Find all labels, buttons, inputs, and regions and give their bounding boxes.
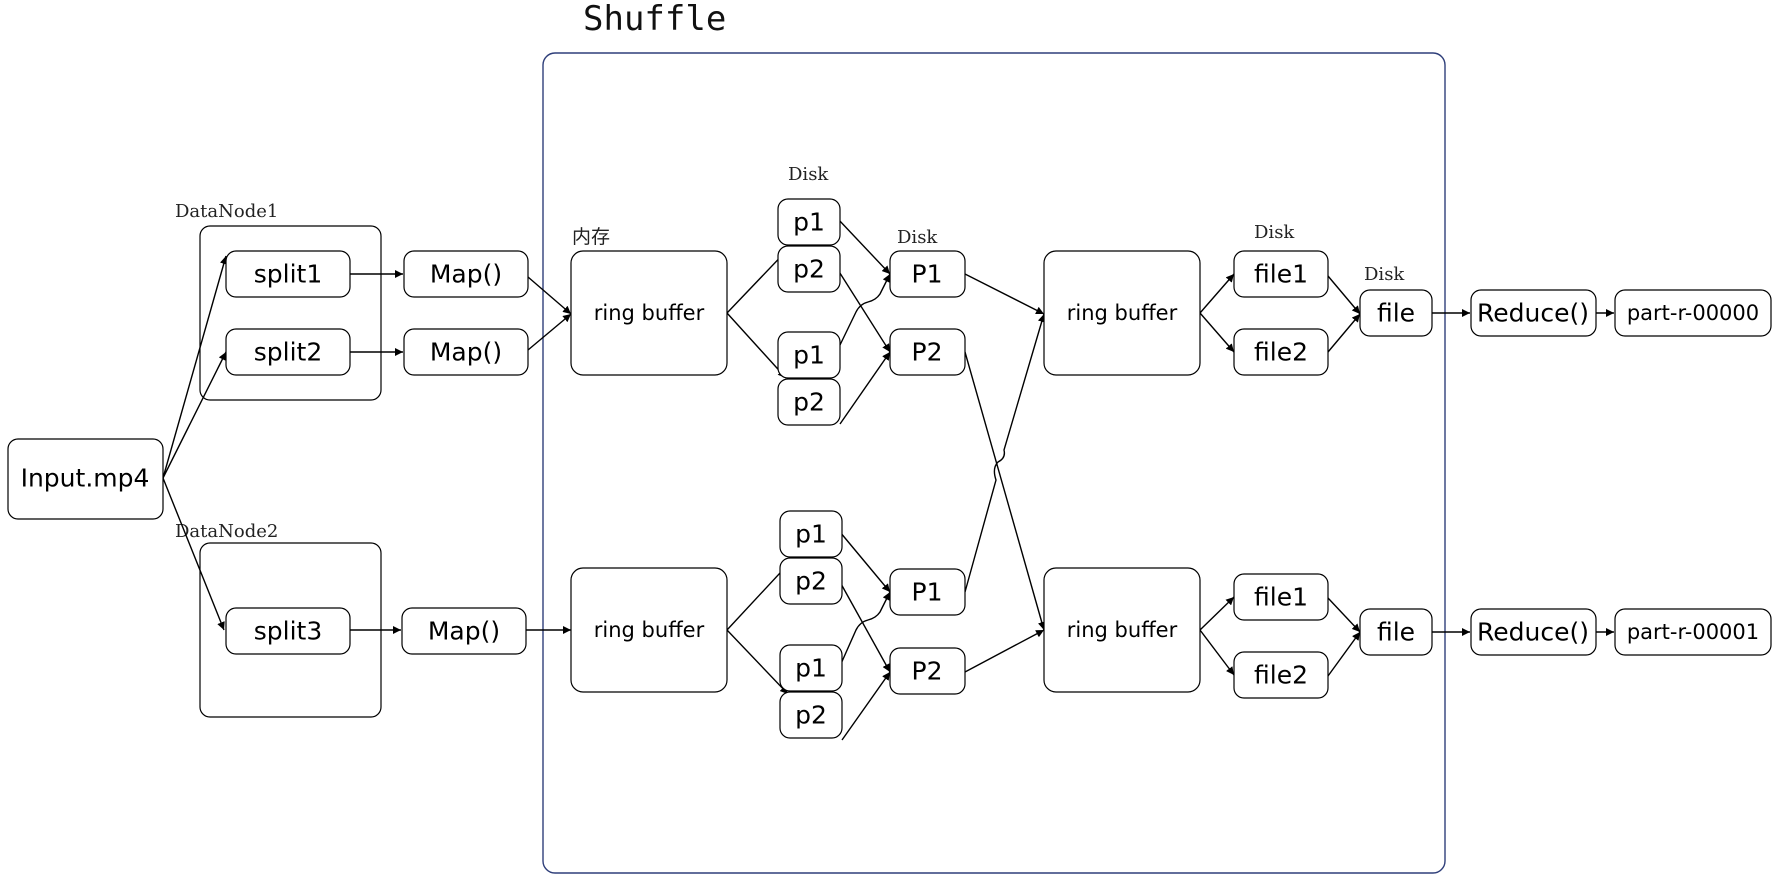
reduce-node-top: Reduce(): [1470, 289, 1597, 337]
shuffle-title: Shuffle: [583, 0, 726, 39]
partition-p1-spill2-bottom: p1: [779, 644, 843, 692]
svg-text:Map(): Map(): [430, 260, 502, 289]
svg-text:Map(): Map(): [428, 617, 500, 646]
svg-text:ring buffer: ring buffer: [594, 301, 705, 325]
merged-partition-P1-top: P1: [889, 250, 966, 298]
merged-partition-P2-bottom: P2: [889, 647, 966, 695]
partition-p1-spill1-bottom: p1: [779, 510, 843, 558]
svg-text:split1: split1: [254, 260, 323, 289]
svg-text:part-r-00000: part-r-00000: [1627, 301, 1759, 325]
merged-file-bottom: file: [1359, 608, 1433, 656]
split2-node: split2: [225, 328, 351, 376]
disk-label-file: Disk: [1364, 264, 1405, 285]
ring-buffer-reduce-bottom: ring buffer: [1043, 567, 1201, 693]
svg-text:part-r-00001: part-r-00001: [1627, 620, 1759, 644]
partition-p2-spill1-bottom: p2: [779, 557, 843, 605]
map-node-2: Map(): [403, 328, 529, 376]
svg-text:p1: p1: [793, 208, 825, 237]
svg-text:p2: p2: [793, 388, 825, 417]
svg-text:p1: p1: [795, 520, 827, 549]
output-part-r-00001: part-r-00001: [1614, 608, 1772, 656]
svg-text:ring buffer: ring buffer: [1067, 618, 1178, 642]
disk-label-merged: Disk: [897, 227, 938, 248]
disk-label-partitions: Disk: [788, 164, 829, 185]
svg-text:file1: file1: [1254, 583, 1308, 612]
svg-text:split3: split3: [254, 617, 323, 646]
svg-text:split2: split2: [254, 338, 323, 367]
datanode1-label: DataNode1: [175, 201, 278, 222]
map-node-1: Map(): [403, 250, 529, 298]
svg-text:p1: p1: [795, 654, 827, 683]
datanode1-container: [199, 225, 382, 401]
svg-text:file2: file2: [1254, 338, 1308, 367]
partition-p2-spill1-top: p2: [777, 245, 841, 293]
svg-text:P1: P1: [912, 260, 943, 289]
svg-text:Map(): Map(): [430, 338, 502, 367]
svg-text:Reduce(): Reduce(): [1477, 299, 1589, 328]
datanode2-label: DataNode2: [175, 521, 278, 542]
input-file-node: Input.mp4: [7, 438, 164, 520]
merged-partition-P2-top: P2: [889, 328, 966, 376]
disk-label-files: Disk: [1254, 222, 1295, 243]
svg-text:p2: p2: [793, 255, 825, 284]
split1-node: split1: [225, 250, 351, 298]
map-node-3: Map(): [401, 607, 527, 655]
partition-p2-spill2-top: p2: [777, 378, 841, 426]
merged-file-top: file: [1359, 289, 1433, 337]
reduce-node-bottom: Reduce(): [1470, 608, 1597, 656]
shuffle-region: [542, 52, 1446, 874]
ring-buffer-reduce-top: ring buffer: [1043, 250, 1201, 376]
svg-text:P2: P2: [912, 338, 943, 367]
svg-text:Reduce(): Reduce(): [1477, 618, 1589, 647]
partition-p1-spill1-top: p1: [777, 198, 841, 246]
file2-bottom: file2: [1233, 651, 1329, 699]
output-part-r-00000: part-r-00000: [1614, 289, 1772, 337]
partition-p1-spill2-top: p1: [777, 331, 841, 379]
svg-text:P2: P2: [912, 657, 943, 686]
svg-text:file1: file1: [1254, 260, 1308, 289]
svg-text:ring buffer: ring buffer: [1067, 301, 1178, 325]
partition-p2-spill2-bottom: p2: [779, 691, 843, 739]
merged-partition-P1-bottom: P1: [889, 568, 966, 616]
svg-text:p2: p2: [795, 701, 827, 730]
ring-buffer-map-top: ring buffer: [570, 250, 728, 376]
svg-text:file: file: [1377, 299, 1415, 328]
split3-node: split3: [225, 607, 351, 655]
ring-buffer-map-bottom: ring buffer: [570, 567, 728, 693]
file2-top: file2: [1233, 328, 1329, 376]
svg-text:ring buffer: ring buffer: [594, 618, 705, 642]
svg-text:file: file: [1377, 618, 1415, 647]
file1-top: file1: [1233, 250, 1329, 298]
svg-text:Input.mp4: Input.mp4: [21, 464, 150, 493]
memory-label: 内存: [572, 226, 610, 248]
svg-text:P1: P1: [912, 578, 943, 607]
svg-text:p2: p2: [795, 567, 827, 596]
svg-text:p1: p1: [793, 341, 825, 370]
svg-text:file2: file2: [1254, 661, 1308, 690]
file1-bottom: file1: [1233, 573, 1329, 621]
